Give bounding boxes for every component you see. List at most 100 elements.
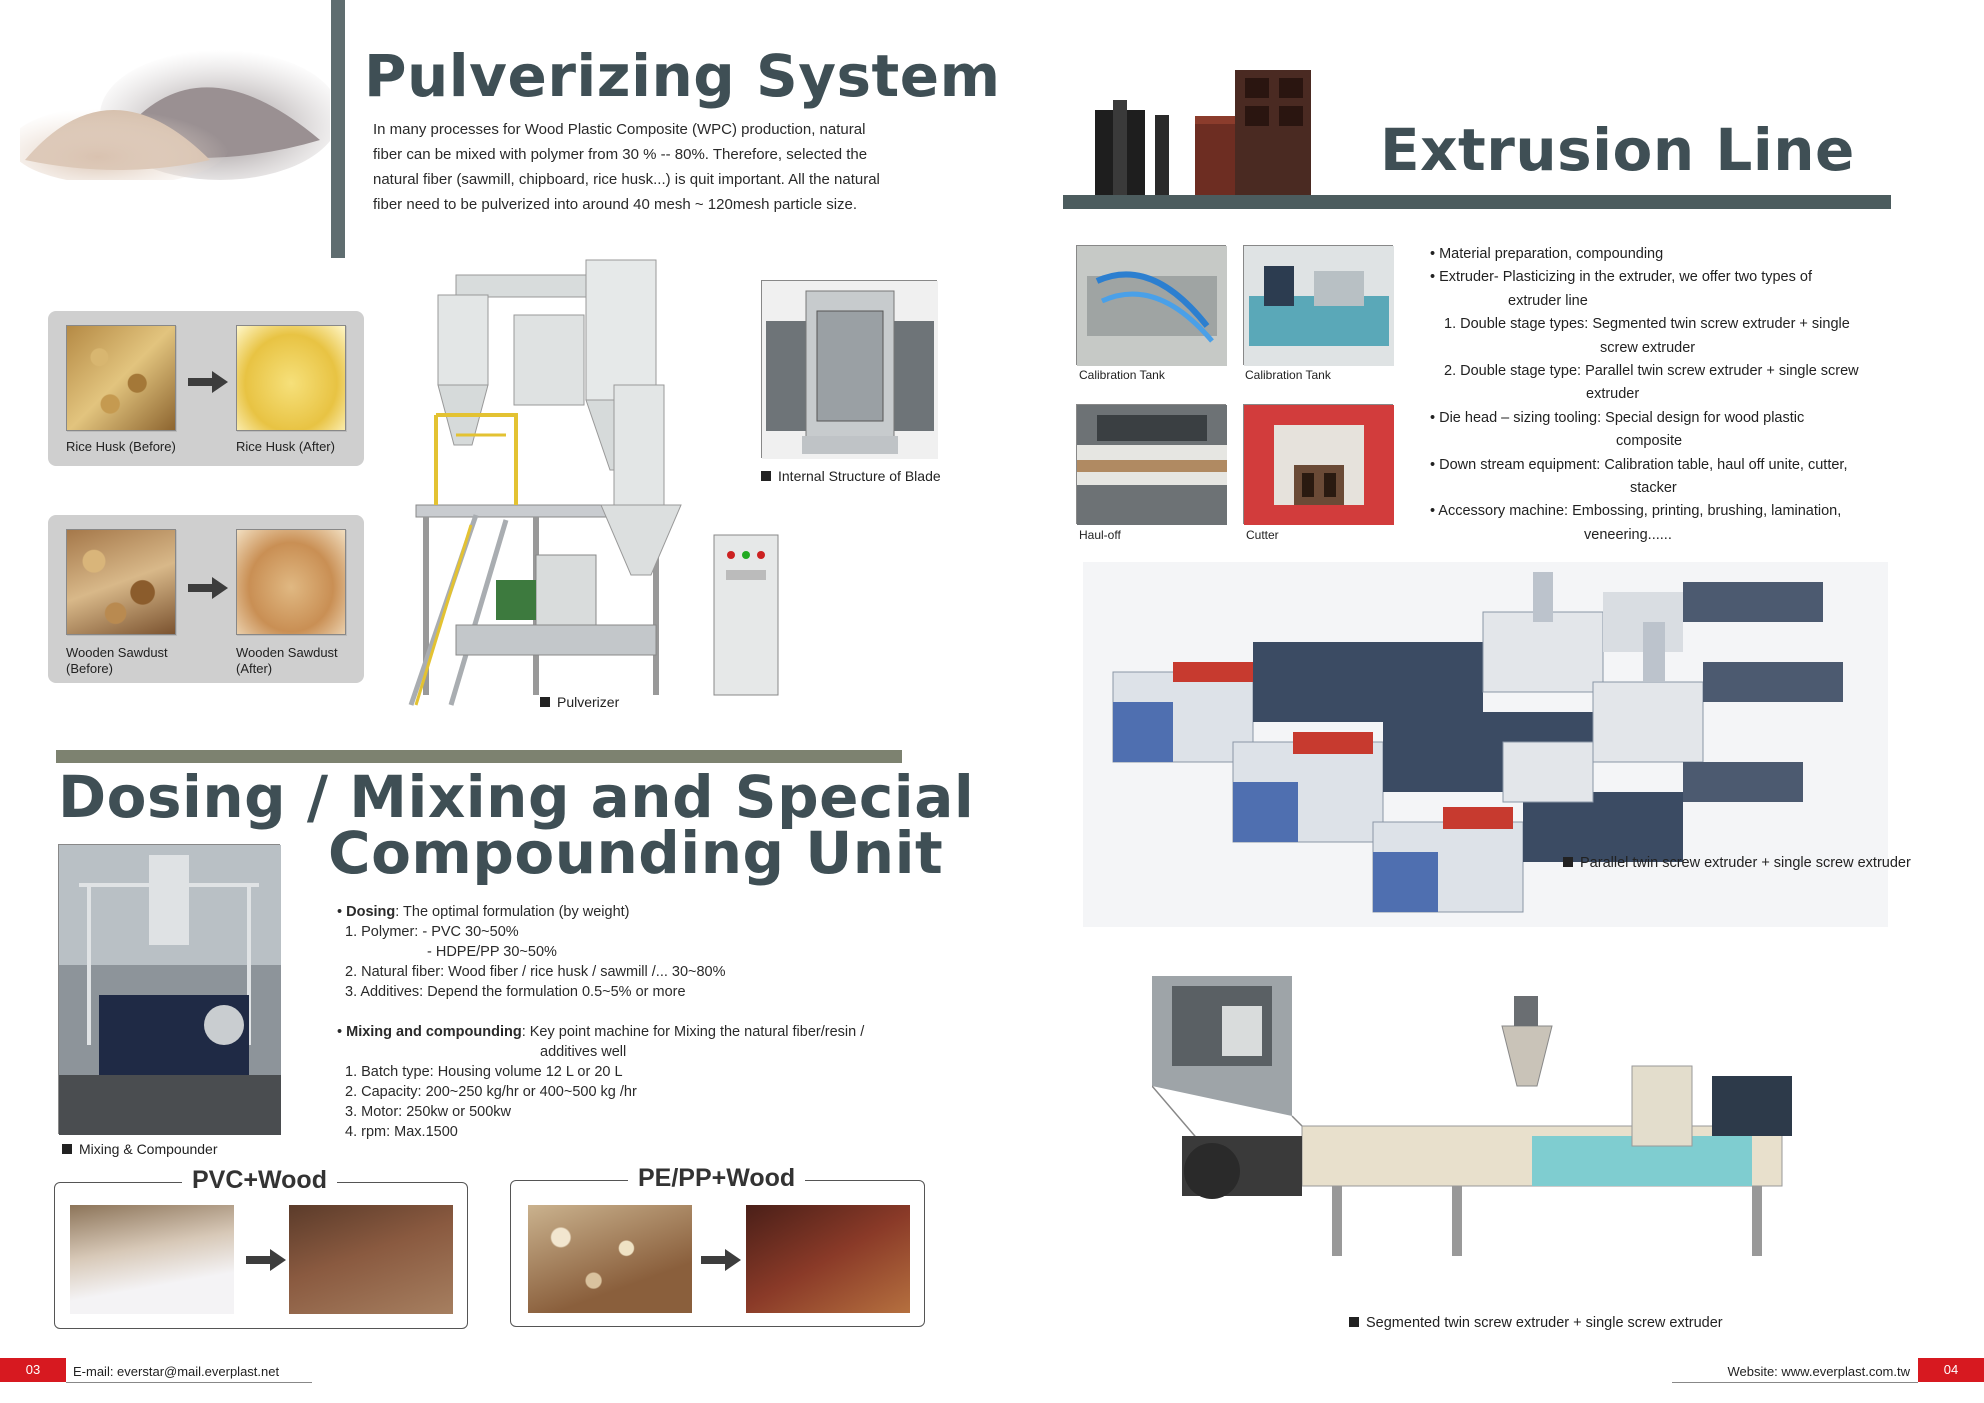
extrusion-header-bar: [1063, 195, 1891, 209]
pepp-wood-label: PE/PP+Wood: [628, 1164, 806, 1193]
dosing-rest: : The optimal formulation (by weight): [395, 904, 630, 920]
calibration-tank-label-2: Calibration Tank: [1245, 368, 1331, 382]
extrusion-bullet: extruder: [1586, 386, 1640, 403]
pulverizer-caption: Pulverizer: [540, 694, 619, 710]
pulverizing-description: In many processes for Wood Plastic Compo…: [373, 117, 933, 217]
footer-right-line: [1672, 1382, 1918, 1383]
extrusion-bullet: • Down stream equipment: Calibration tab…: [1430, 456, 1848, 473]
mixing-items: 1. Batch type: Housing volume 12 L or 20…: [337, 1062, 864, 1142]
rice-husk-after-label: Rice Husk (After): [236, 439, 335, 454]
dosing-title-line1: Dosing / Mixing and Special: [58, 763, 975, 831]
page-number-left-badge: 03: [0, 1358, 66, 1382]
dosing-title-line2: Compounding Unit: [328, 819, 944, 887]
dosing-details: • Dosing: The optimal formulation (by we…: [337, 902, 864, 1142]
sawdust-after-label: Wooden Sawdust (After): [236, 645, 338, 676]
footer-website[interactable]: Website: www.everplast.com.tw: [1727, 1364, 1910, 1379]
extrusion-bullet: • Extruder- Plasticizing in the extruder…: [1430, 269, 1812, 286]
profile-samples-image: [1095, 70, 1345, 196]
extrusion-bullet: composite: [1616, 433, 1683, 450]
cutter-label: Cutter: [1246, 528, 1279, 542]
extrusion-bullet: extruder line: [1508, 292, 1588, 309]
rice-husk-before-image: [66, 325, 176, 431]
caption-text: Internal Structure of Blade: [778, 468, 941, 484]
square-bullet-icon: [761, 471, 771, 481]
mixing-item: 4. rpm: Max.1500: [345, 1124, 458, 1140]
extrusion-bullet: stacker: [1630, 480, 1677, 497]
page-number-right: 04: [1943, 1362, 1959, 1377]
arrow-right-icon: [188, 577, 228, 599]
pvc-wood-box: PVC+Wood: [54, 1166, 468, 1329]
segmented-extruder-caption: Segmented twin screw extruder + single s…: [1349, 1315, 1723, 1331]
haul-off-image: [1076, 404, 1227, 525]
dosing-item: 3. Additives: Depend the formulation 0.5…: [345, 984, 686, 1000]
extrusion-bullet: • Accessory machine: Embossing, printing…: [1430, 503, 1842, 520]
mixing-item: 2. Capacity: 200~250 kg/hr or 400~500 kg…: [345, 1084, 637, 1100]
parallel-extruder-caption: Parallel twin screw extruder + single sc…: [1563, 855, 1911, 871]
square-bullet-icon: [540, 697, 550, 707]
powder-pile-image: [10, 20, 340, 185]
calibration-tank-label-1: Calibration Tank: [1079, 368, 1165, 382]
description-line: In many processes for Wood Plastic Compo…: [373, 121, 866, 138]
dosing-heading: • Dosing: The optimal formulation (by we…: [337, 904, 630, 920]
sawdust-after-image: [236, 529, 346, 635]
extrusion-bullet: screw extruder: [1600, 339, 1696, 356]
dosing-item: 2. Natural fiber: Wood fiber / rice husk…: [345, 964, 726, 980]
description-line: fiber can be mixed with polymer from 30 …: [373, 146, 868, 163]
pepp-wood-box: PE/PP+Wood: [510, 1164, 925, 1327]
mixing-item: 1. Batch type: Housing volume 12 L or 20…: [345, 1064, 623, 1080]
caption-text: Parallel twin screw extruder + single sc…: [1580, 855, 1911, 871]
description-line: fiber need to be pulverized into around …: [373, 196, 858, 213]
mixing-item: 3. Motor: 250kw or 500kw: [345, 1104, 512, 1120]
pvc-wood-after-image: [289, 1205, 453, 1314]
pepp-wood-after-image: [746, 1205, 910, 1313]
extrusion-bullet: 1. Double stage types: Segmented twin sc…: [1444, 316, 1850, 333]
dosing-header-bar: [56, 750, 902, 763]
calibration-tank-image-2: [1243, 245, 1394, 366]
caption-text: Mixing & Compounder: [79, 1141, 218, 1157]
extrusion-feature-list: • Material preparation, compounding • Ext…: [1430, 243, 1859, 547]
extrusion-bullet: 2. Double stage type: Parallel twin scre…: [1444, 363, 1859, 380]
caption-text: Segmented twin screw extruder + single s…: [1366, 1315, 1723, 1331]
dosing-label: Dosing: [346, 904, 396, 920]
blade-structure-image: [761, 280, 938, 459]
mixing-heading: • Mixing and compounding: Key point mach…: [337, 1024, 865, 1040]
extrusion-bullet: veneering......: [1584, 526, 1672, 543]
description-line: natural fiber (sawmill, chipboard, rice …: [373, 171, 880, 188]
pulverizer-image: [396, 255, 796, 710]
email-text[interactable]: E-mail: everstar@mail.everplast.net: [73, 1364, 280, 1379]
page-number-right-badge: 04: [1918, 1358, 1984, 1382]
extrusion-bullet: • Material preparation, compounding: [1430, 246, 1664, 262]
blade-caption: Internal Structure of Blade: [761, 468, 941, 484]
sawdust-before-label: Wooden Sawdust (Before): [66, 645, 168, 676]
sawdust-sample-box: Wooden Sawdust (Before) Wooden Sawdust (…: [48, 515, 364, 683]
mixing-compounder-caption: Mixing & Compounder: [62, 1141, 218, 1157]
square-bullet-icon: [62, 1144, 72, 1154]
extrusion-title: Extrusion Line: [1380, 116, 1855, 184]
page-number-left: 03: [25, 1362, 41, 1377]
cutter-image: [1243, 404, 1394, 525]
sawdust-before-image: [66, 529, 176, 635]
footer-email[interactable]: E-mail: everstar@mail.everplast.net: [73, 1364, 279, 1379]
pvc-wood-label: PVC+Wood: [182, 1166, 337, 1195]
dosing-item: - HDPE/PP 30~50%: [427, 944, 557, 960]
arrow-right-icon: [246, 1249, 286, 1271]
rice-husk-after-image: [236, 325, 346, 431]
footer-left-line: [66, 1382, 312, 1383]
extrusion-bullet: • Die head – sizing tooling: Special des…: [1430, 409, 1805, 426]
square-bullet-icon: [1563, 857, 1573, 867]
caption-text: Pulverizer: [557, 694, 620, 710]
pepp-wood-before-image: [528, 1205, 692, 1313]
haul-off-label: Haul-off: [1079, 528, 1121, 542]
parallel-extruder-image: [1083, 562, 1888, 927]
mixing-rest: : Key point machine for Mixing the natur…: [521, 1024, 865, 1040]
dosing-items: 1. Polymer: - PVC 30~50% - HDPE/PP 30~50%…: [337, 922, 864, 1002]
segmented-extruder-image: [1151, 976, 1832, 1276]
website-text[interactable]: Website: www.everplast.com.tw: [1727, 1364, 1910, 1379]
rice-husk-sample-box: Rice Husk (Before) Rice Husk (After): [48, 311, 364, 466]
square-bullet-icon: [1349, 1317, 1359, 1327]
mixing-compounder-image: [58, 844, 281, 1135]
dosing-item: 1. Polymer: - PVC 30~50%: [345, 924, 519, 940]
pulverizing-title: Pulverizing System: [364, 42, 1001, 110]
calibration-tank-image-1: [1076, 245, 1227, 366]
mixing-cont: additives well: [540, 1044, 627, 1060]
